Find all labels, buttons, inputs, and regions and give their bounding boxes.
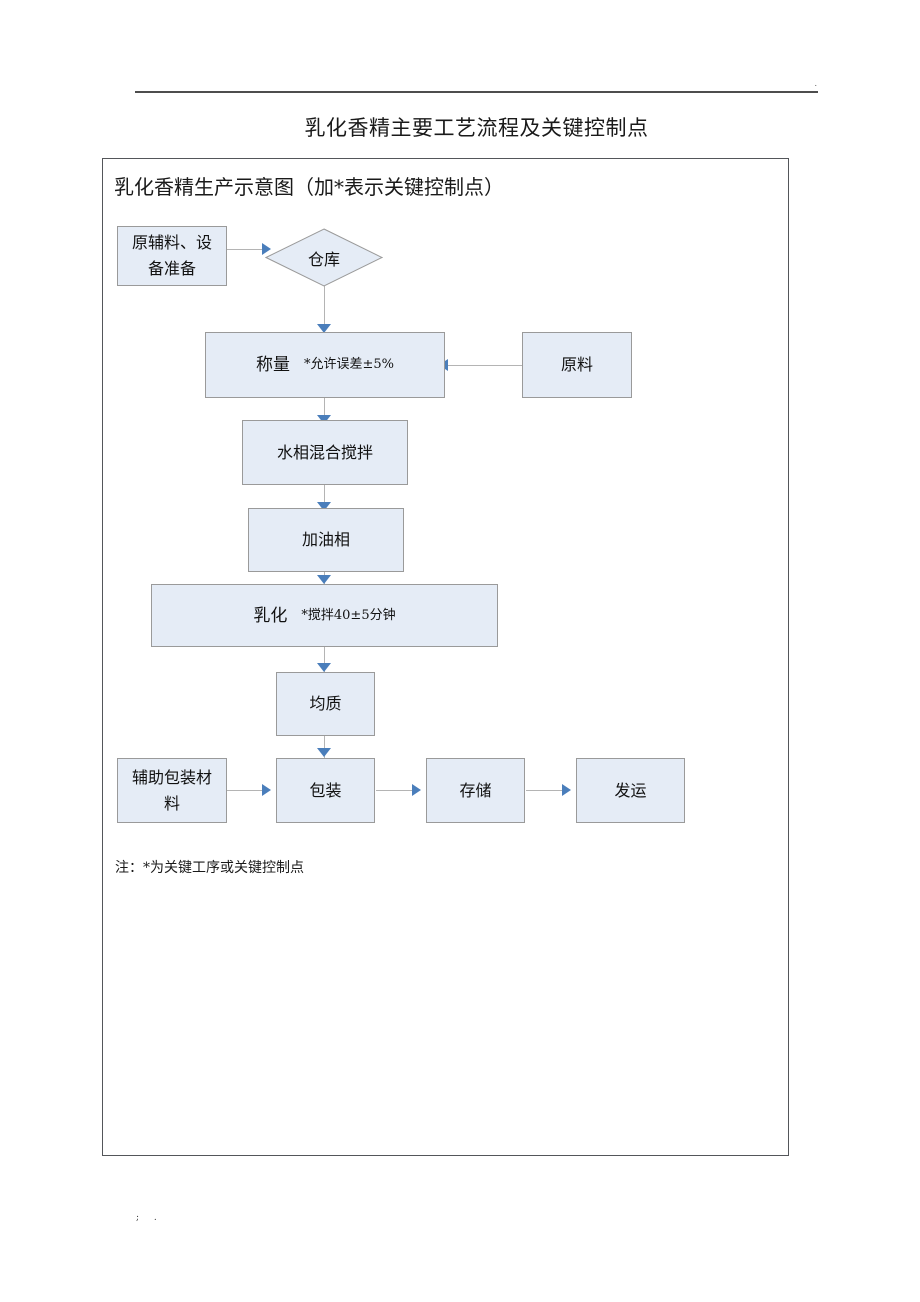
connector-waterphase-to-addoil [324,485,325,517]
node-packaging[interactable]: 包装 [276,758,375,823]
node-add-oil-phase-label: 加油相 [301,530,350,549]
arrowhead-auxmaterial-to-packaging [262,784,271,796]
node-water-phase-mixing-label: 水相混合搅拌 [276,442,373,462]
node-water-phase-mixing[interactable]: 水相混合搅拌 [242,420,408,485]
node-weighing-note: *允许误差±5% [303,357,395,372]
node-storage-label: 存储 [459,780,492,800]
node-weighing[interactable]: 称量 *允许误差±5% [205,332,445,398]
node-warehouse-label: 仓库 [307,249,340,269]
connector-storage-to-shipping [526,790,568,791]
node-add-oil-phase[interactable]: 加油相 [248,508,404,572]
page-title: 乳化香精主要工艺流程及关键控制点 [304,116,649,140]
flowchart-container: 乳化香精生产示意图（加*表示关键控制点） [102,158,789,1156]
connector-warehouse-to-weighing [324,286,325,331]
node-shipping-label: 发运 [614,780,647,800]
node-raw-material-label: 原料 [560,355,593,374]
connector-packaging-to-storage [376,790,418,791]
connector-auxmaterial-to-packaging [227,790,268,791]
header-rule [135,91,818,93]
arrowhead-addoil-to-emulsify [317,575,331,584]
node-homogenize[interactable]: 均质 [276,672,375,736]
arrowhead-emulsify-to-homogenize [317,663,331,672]
node-packaging-label: 包装 [309,780,342,800]
arrowhead-warehouse-to-weighing [317,324,331,333]
node-emulsify[interactable]: 乳化 *搅拌40±5分钟 [151,584,498,647]
node-weighing-label: 称量 [255,355,290,375]
connector-emulsify-to-homogenize [324,647,325,677]
node-materials-prep-label: 原辅料、设 备准备 [131,233,212,278]
arrowhead-packaging-to-storage [412,784,421,796]
node-aux-packaging-material[interactable]: 辅助包装材 料 [117,758,227,823]
node-emulsify-label: 乳化 [253,605,288,626]
node-emulsify-note: *搅拌40±5分钟 [301,607,396,623]
arrowhead-weighing-to-waterphase [317,415,331,424]
node-storage[interactable]: 存储 [426,758,525,823]
diamond-shape [265,228,383,287]
node-homogenize-label: 均质 [309,694,342,713]
connector-weighing-to-waterphase [324,398,325,430]
arrowhead-homogenize-to-packaging [317,748,331,757]
arrowhead-prep-to-warehouse [262,243,271,255]
node-raw-material[interactable]: 原料 [522,332,632,398]
node-shipping[interactable]: 发运 [576,758,685,823]
header-mark: . [814,79,817,88]
arrowhead-storage-to-shipping [562,784,571,796]
node-warehouse[interactable]: 仓库 [265,228,383,287]
connector-prep-to-warehouse [227,249,269,250]
node-materials-prep[interactable]: 原辅料、设 备准备 [117,226,227,286]
arrowhead-waterphase-to-addoil [317,502,331,511]
footer-mark: ; . [136,1213,163,1223]
connector-rawmaterial-to-weighing [447,365,524,366]
flowchart-heading: 乳化香精生产示意图（加*表示关键控制点） [114,175,504,199]
flowchart-note: 注：*为关键工序或关键控制点 [115,860,304,876]
node-aux-packaging-material-label: 辅助包装材 料 [131,767,212,813]
